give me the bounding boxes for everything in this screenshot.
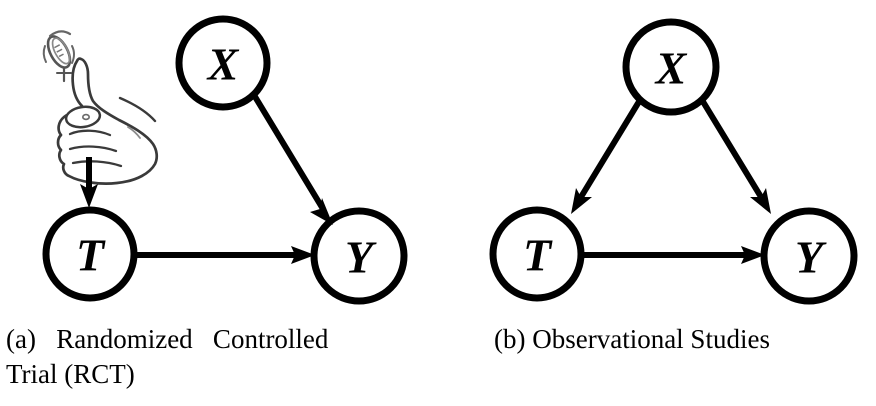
node-t-label-b: T bbox=[523, 230, 553, 281]
node-t-panel-a: T bbox=[42, 206, 138, 302]
panel-a: X T Y bbox=[42, 15, 408, 305]
node-y-label-b: Y bbox=[795, 232, 827, 283]
node-y-label-a: Y bbox=[345, 232, 377, 283]
edge-x-to-y-panel-b bbox=[699, 98, 771, 214]
caption-a-line1: (a) Randomized Controlled bbox=[6, 324, 329, 354]
caption-a-line2: Trial (RCT) bbox=[6, 359, 135, 389]
node-y-panel-b: Y bbox=[760, 207, 858, 305]
edge-t-to-y-panel-a bbox=[135, 246, 315, 264]
node-t-label-a: T bbox=[76, 230, 106, 281]
caption-panel-b: (b) Observational Studies bbox=[494, 322, 874, 357]
hand-flipping-coin-icon bbox=[42, 30, 159, 185]
node-y-panel-a: Y bbox=[310, 207, 408, 305]
caption-b-line1: (b) Observational Studies bbox=[494, 324, 770, 354]
node-x-panel-a: X bbox=[175, 15, 271, 111]
node-x-label-a: X bbox=[206, 39, 240, 90]
edge-x-to-t-panel-b bbox=[571, 98, 643, 214]
edge-x-to-y-panel-a bbox=[251, 93, 333, 225]
node-t-panel-b: T bbox=[489, 206, 585, 302]
edge-t-to-y-panel-b bbox=[582, 246, 765, 264]
panel-b: X T Y bbox=[489, 18, 858, 305]
edge-randomizer-to-t bbox=[80, 157, 98, 208]
node-x-panel-b: X bbox=[622, 18, 720, 116]
node-x-label-b: X bbox=[654, 43, 688, 94]
